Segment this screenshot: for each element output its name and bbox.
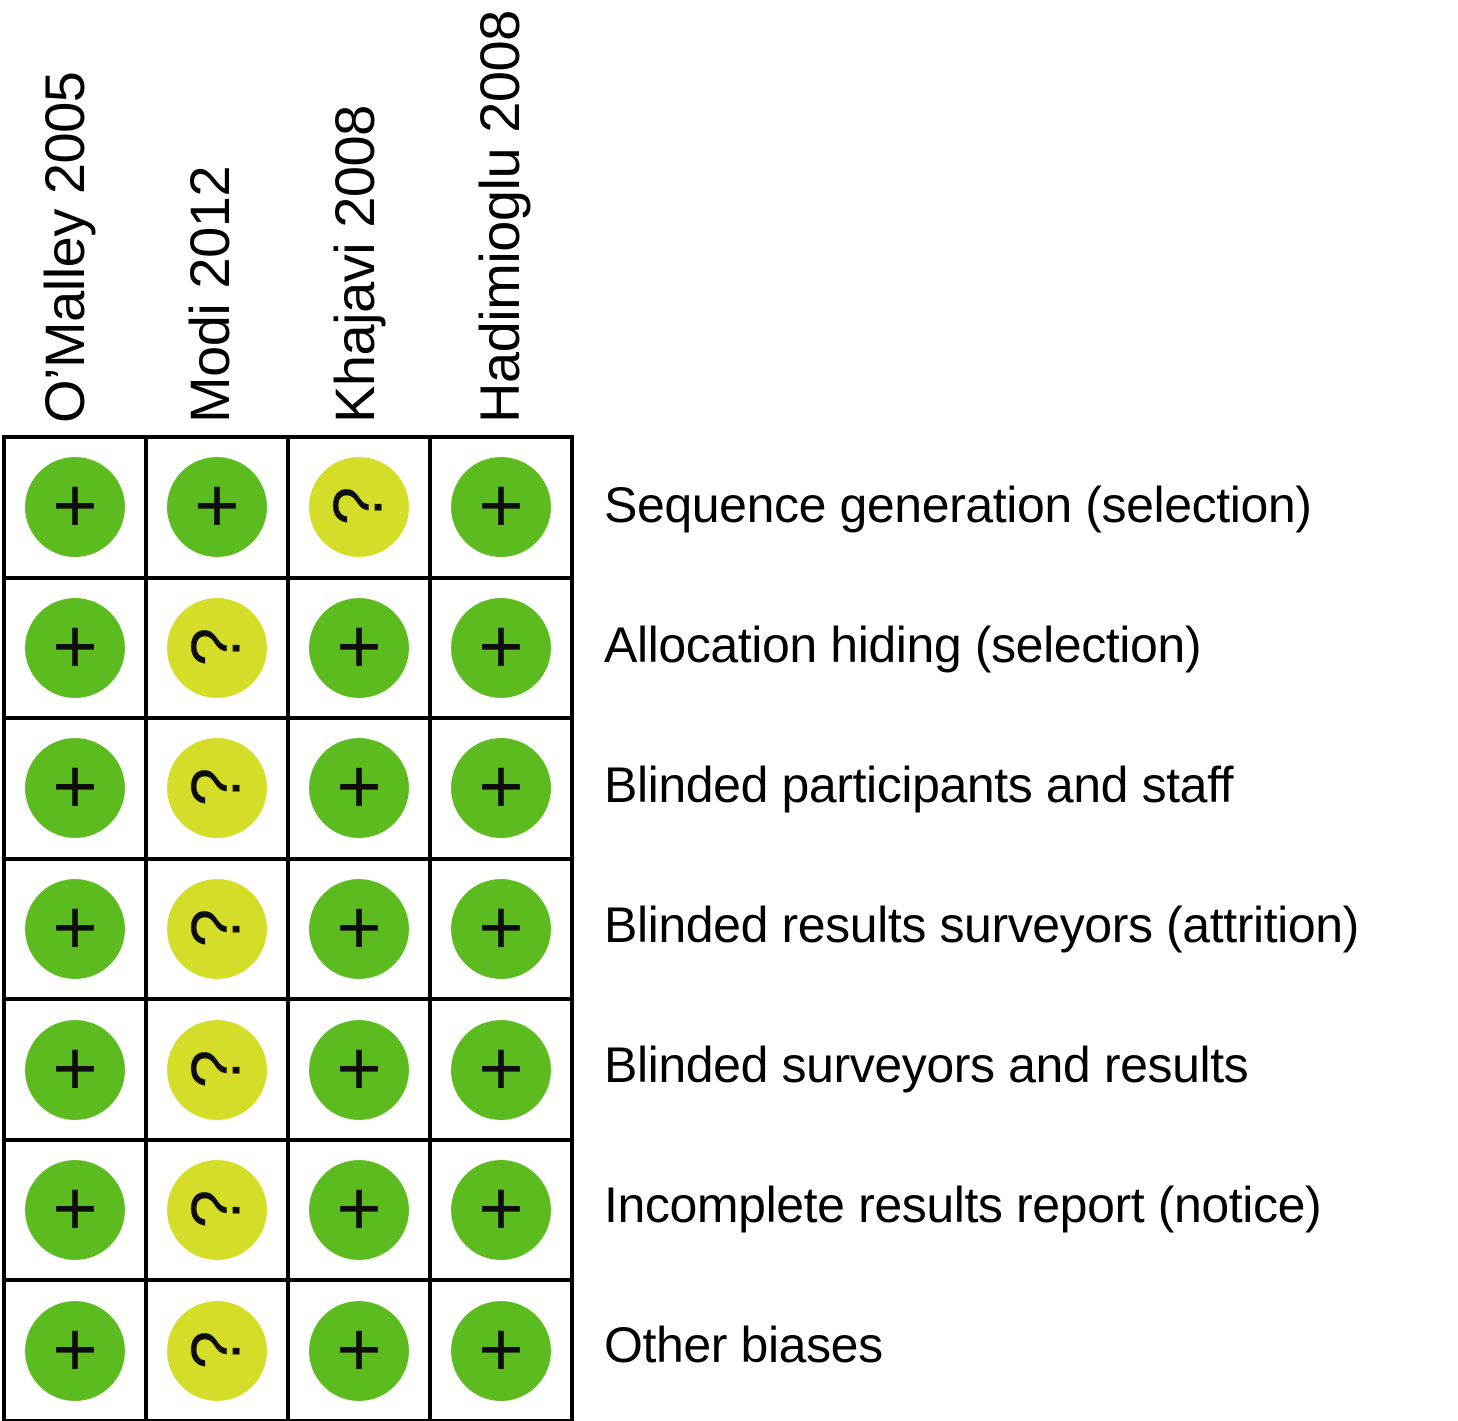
matrix-cell[interactable]: +	[290, 860, 428, 998]
question-mark-glyph: ?	[176, 1330, 254, 1370]
matrix-cell[interactable]: ?	[148, 1141, 286, 1279]
plus-glyph: +	[336, 1023, 382, 1112]
unclear-risk-icon: ?	[167, 1019, 267, 1120]
plus-glyph: +	[478, 1304, 524, 1393]
plus-glyph: +	[478, 1023, 524, 1112]
row-label-2: Allocation hiding (selection)	[604, 616, 1202, 673]
plus-glyph: +	[52, 1304, 98, 1393]
low-risk-icon: +	[309, 1019, 409, 1120]
plus-glyph: +	[52, 461, 98, 550]
plus-glyph: +	[336, 601, 382, 690]
plus-glyph: +	[478, 461, 524, 550]
matrix-cell[interactable]: ?	[148, 579, 286, 717]
row-label-7: Other biases	[604, 1316, 883, 1373]
low-risk-icon: +	[451, 457, 551, 558]
plus-glyph: +	[478, 742, 524, 831]
unclear-risk-icon: ?	[309, 457, 409, 558]
low-risk-icon: +	[25, 1300, 125, 1401]
question-mark-glyph: ?	[176, 767, 254, 807]
column-header-label: O’Malley 2005	[32, 71, 96, 423]
row-label-3: Blinded participants and staff	[604, 756, 1234, 813]
low-risk-icon: +	[25, 1019, 125, 1120]
matrix-cell[interactable]: +	[432, 579, 570, 717]
low-risk-icon: +	[25, 878, 125, 979]
plus-glyph: +	[52, 1164, 98, 1253]
matrix-cell[interactable]: ?	[148, 720, 286, 857]
low-risk-icon: +	[309, 738, 409, 839]
matrix-cell[interactable]: +	[290, 720, 428, 857]
low-risk-icon: +	[25, 738, 125, 839]
row-label-6: Incomplete results report (notice)	[604, 1176, 1322, 1233]
matrix-cell[interactable]: +	[290, 1001, 428, 1138]
low-risk-icon: +	[451, 1160, 551, 1261]
low-risk-icon: +	[309, 1160, 409, 1261]
matrix-cell[interactable]: +	[6, 1282, 144, 1419]
matrix-cell[interactable]: +	[290, 1141, 428, 1279]
low-risk-icon: +	[451, 597, 551, 698]
question-mark-glyph: ?	[318, 486, 396, 526]
unclear-risk-icon: ?	[167, 1160, 267, 1261]
plus-glyph: +	[52, 882, 98, 971]
low-risk-icon: +	[451, 1300, 551, 1401]
low-risk-icon: +	[309, 878, 409, 979]
matrix-cell[interactable]: +	[290, 1282, 428, 1419]
unclear-risk-icon: ?	[167, 597, 267, 698]
column-header-label: Modi 2012	[177, 165, 241, 423]
matrix-cell[interactable]: +	[6, 1001, 144, 1138]
low-risk-icon: +	[309, 1300, 409, 1401]
question-mark-glyph: ?	[176, 908, 254, 948]
plus-glyph: +	[336, 1304, 382, 1393]
matrix-cell[interactable]: ?	[290, 439, 428, 576]
matrix-cell[interactable]: ?	[148, 1001, 286, 1138]
matrix-cell[interactable]: +	[6, 579, 144, 717]
matrix-cell[interactable]: +	[432, 1001, 570, 1138]
matrix-cell[interactable]: ?	[148, 1282, 286, 1419]
matrix-cell[interactable]: +	[290, 579, 428, 717]
plus-glyph: +	[194, 461, 240, 550]
row-label-5: Blinded surveyors and results	[604, 1036, 1249, 1093]
matrix-cell[interactable]: +	[6, 720, 144, 857]
row-label-4: Blinded results surveyors (attrition)	[604, 896, 1359, 953]
matrix-cell[interactable]: +	[432, 1282, 570, 1419]
low-risk-icon: +	[25, 1160, 125, 1261]
low-risk-icon: +	[451, 738, 551, 839]
unclear-risk-icon: ?	[167, 878, 267, 979]
matrix-cell[interactable]: +	[6, 1141, 144, 1279]
low-risk-icon: +	[25, 597, 125, 698]
low-risk-icon: +	[167, 457, 267, 558]
plus-glyph: +	[478, 601, 524, 690]
plus-glyph: +	[478, 882, 524, 971]
matrix-cell[interactable]: +	[432, 860, 570, 998]
column-header-label: Khajavi 2008	[322, 105, 386, 423]
plus-glyph: +	[336, 742, 382, 831]
plus-glyph: +	[336, 882, 382, 971]
row-label-column: Sequence generation (selection) Allocatio…	[604, 435, 1458, 1415]
matrix-cell[interactable]: +	[432, 439, 570, 576]
matrix-cell[interactable]: +	[148, 439, 286, 576]
matrix-cell[interactable]: ?	[148, 860, 286, 998]
unclear-risk-icon: ?	[167, 1300, 267, 1401]
risk-of-bias-matrix: + +? + +? + + +? + + +? + + +? + + +? + + +? + +	[2, 435, 574, 1421]
plus-glyph: +	[478, 1164, 524, 1253]
low-risk-icon: +	[451, 878, 551, 979]
plus-glyph: +	[52, 742, 98, 831]
low-risk-icon: +	[25, 457, 125, 558]
question-mark-glyph: ?	[176, 627, 254, 667]
low-risk-icon: +	[451, 1019, 551, 1120]
matrix-cell[interactable]: +	[432, 1141, 570, 1279]
column-header-label: Hadimioglu 2008	[467, 10, 531, 423]
row-label-1: Sequence generation (selection)	[604, 476, 1312, 533]
plus-glyph: +	[336, 1164, 382, 1253]
question-mark-glyph: ?	[176, 1189, 254, 1229]
column-header-row: O’Malley 2005 Modi 2012 Khajavi 2008 Hadimi…	[2, 0, 568, 435]
unclear-risk-icon: ?	[167, 738, 267, 839]
plus-glyph: +	[52, 601, 98, 690]
matrix-cell[interactable]: +	[432, 720, 570, 857]
plus-glyph: +	[52, 1023, 98, 1112]
low-risk-icon: +	[309, 597, 409, 698]
matrix-cell[interactable]: +	[6, 860, 144, 998]
question-mark-glyph: ?	[176, 1049, 254, 1089]
matrix-cell[interactable]: +	[6, 439, 144, 576]
